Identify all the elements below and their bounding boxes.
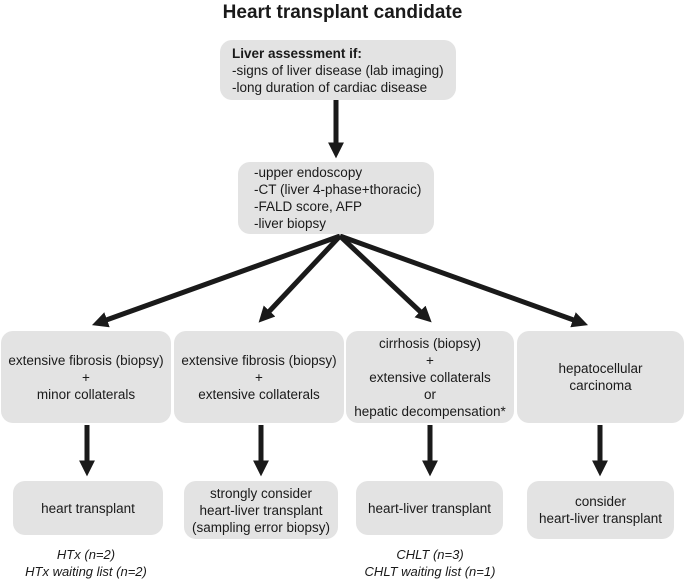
outcome-line: consider [574, 494, 627, 509]
category-line: extensive fibrosis (biopsy) [181, 352, 337, 368]
outcome-line: heart-liver transplant [538, 511, 663, 526]
note-htx: HTx (n=2) HTx waiting list (n=2) [1, 546, 171, 580]
outcome-line: heart-liver transplant [367, 500, 492, 516]
arrow-workup-to-cat4 [339, 233, 589, 328]
assessment-heading: Liver assessment if: [232, 46, 362, 61]
note-chlt: CHLT (n=3) CHLT waiting list (n=1) [346, 546, 514, 580]
category-line: extensive fibrosis (biopsy) [8, 352, 164, 368]
category-line: + [255, 369, 263, 385]
category-box-fibrosis-minor: extensive fibrosis (biopsy) + minor coll… [1, 331, 171, 423]
note-line: HTx waiting list (n=2) [25, 564, 147, 579]
category-line: hepatic decompensation* [354, 403, 506, 419]
category-line: minor collaterals [36, 386, 136, 402]
arrow-workup-to-cat1 [91, 233, 341, 328]
workup-line: -liver biopsy [254, 216, 327, 231]
workup-box: -upper endoscopy -CT (liver 4-phase+thor… [238, 162, 434, 234]
outcome-box-consider: consider heart-liver transplant [527, 481, 674, 539]
workup-line: -CT (liver 4-phase+thoracic) [254, 182, 422, 197]
note-line: CHLT waiting list (n=1) [364, 564, 496, 579]
category-box-hcc: hepatocellular carcinoma [517, 331, 684, 423]
outcome-line: strongly consider [209, 485, 313, 501]
outcome-box-heart-liver: heart-liver transplant [356, 481, 503, 535]
category-line: carcinoma [569, 378, 632, 393]
category-line: cirrhosis (biopsy) [378, 335, 481, 351]
workup-line: -upper endoscopy [254, 165, 363, 180]
outcome-line: heart-liver transplant [199, 502, 323, 518]
note-line: CHLT (n=3) [396, 547, 464, 562]
assessment-line: -long duration of cardiac disease [232, 80, 428, 95]
arrow-workup-to-cat2 [258, 234, 342, 323]
outcome-box-heart-transplant: heart transplant [13, 481, 163, 535]
category-box-fibrosis-extensive: extensive fibrosis (biopsy) + extensive … [174, 331, 344, 423]
diagram-title: Heart transplant candidate [222, 2, 463, 23]
workup-line: -FALD score, AFP [254, 199, 363, 214]
category-box-cirrhosis: cirrhosis (biopsy) + extensive collatera… [346, 331, 514, 423]
assessment-line: -signs of liver disease (lab imaging) [232, 63, 444, 78]
category-line: + [82, 369, 90, 385]
liver-assessment-box: Liver assessment if: -signs of liver dis… [220, 40, 456, 100]
note-line: HTx (n=2) [56, 547, 116, 562]
category-line: extensive collaterals [369, 369, 491, 385]
category-line: hepatocellular [558, 361, 643, 376]
arrow-workup-to-cat3 [338, 234, 432, 323]
outcome-box-strongly-consider: strongly consider heart-liver transplant… [184, 481, 338, 539]
outcome-line: (sampling error biopsy) [191, 519, 331, 535]
outcome-line: heart transplant [41, 500, 135, 516]
category-line: extensive collaterals [198, 386, 320, 402]
category-line: + [426, 352, 434, 368]
category-line: or [423, 386, 436, 402]
